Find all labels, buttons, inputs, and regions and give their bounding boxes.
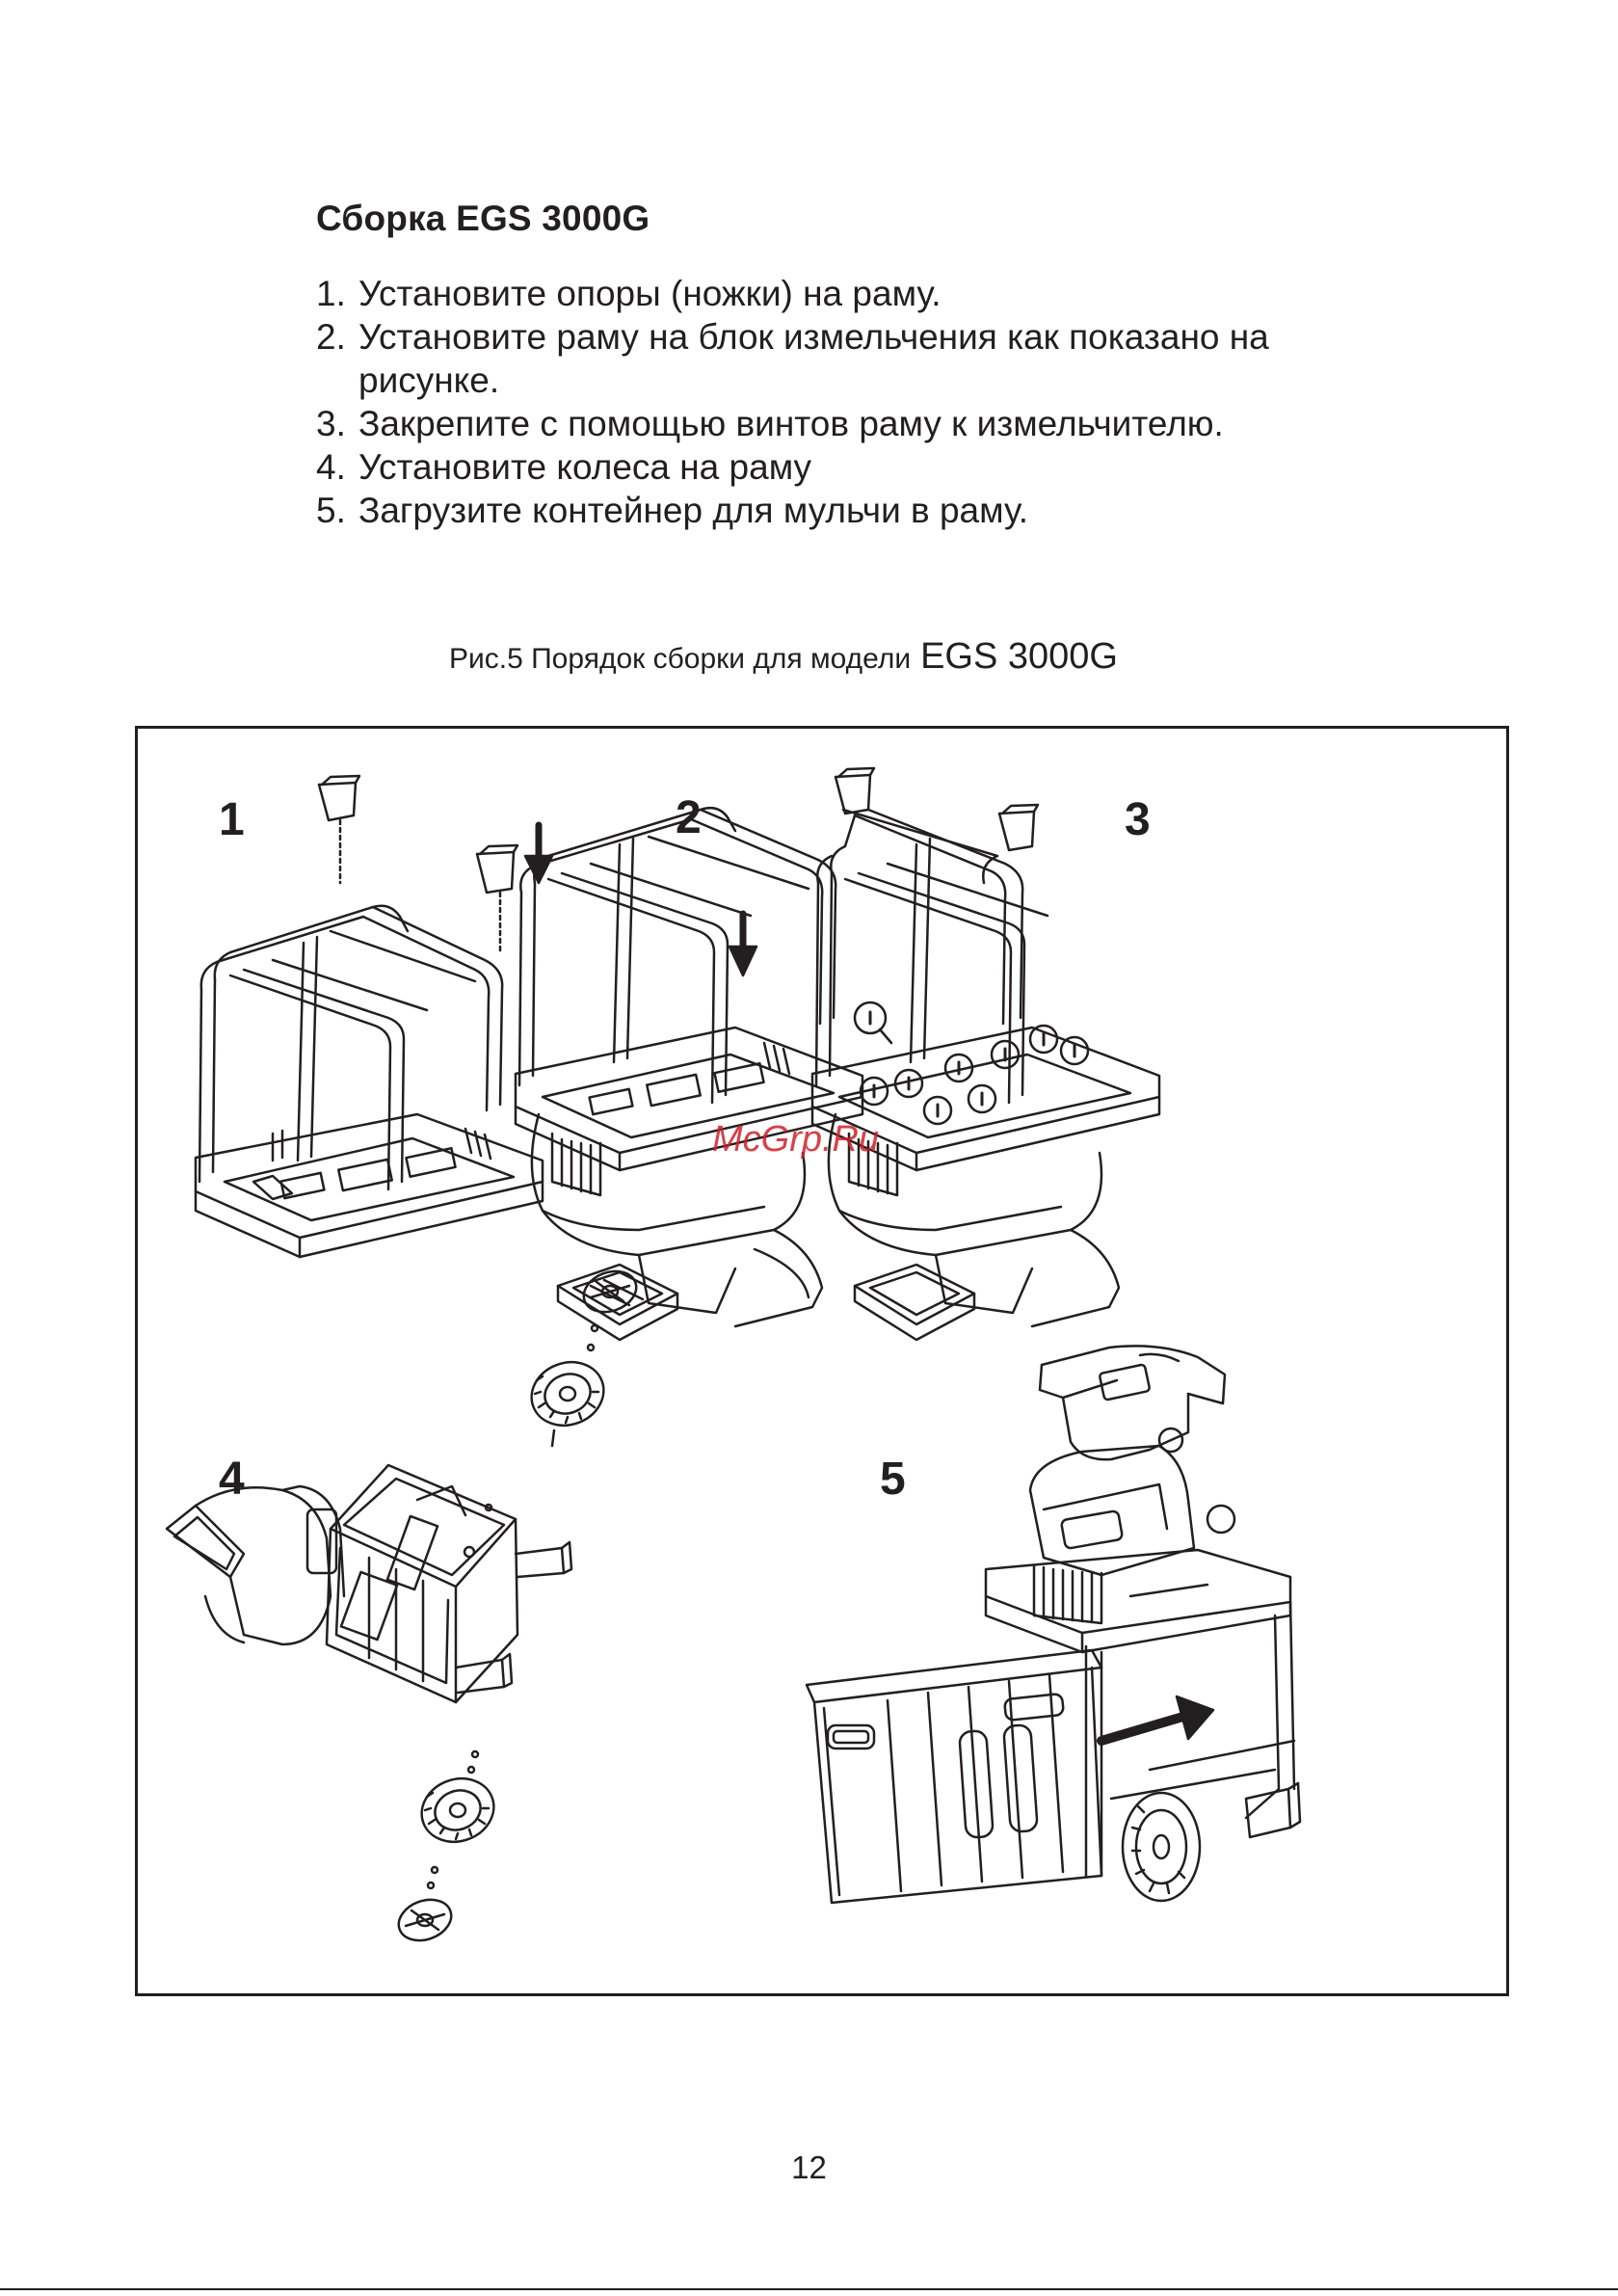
assembly-figure: 1 2 3 4 5 McGrp.Ru xyxy=(135,726,1509,1996)
step1-frame-illustration xyxy=(194,774,554,1259)
step-text: Загрузите контейнер для мульчи в раму. xyxy=(358,491,1029,530)
assembly-step: 4. Установите колеса на раму xyxy=(316,445,1376,489)
step-label-2: 2 xyxy=(676,792,702,843)
step-number: 1. xyxy=(316,274,346,313)
assembly-step: 1. Установите опоры (ножки) на раму. xyxy=(316,272,1376,315)
step-label-3: 3 xyxy=(1125,794,1151,845)
step-label-4: 4 xyxy=(219,1454,245,1505)
step5-container-illustration xyxy=(805,1345,1302,1905)
step4-wheels-illustration xyxy=(165,1269,638,1942)
section-title: Сборка EGS 3000G xyxy=(316,199,650,238)
step-number: 4. xyxy=(316,447,346,487)
step-label-1: 1 xyxy=(219,794,245,845)
assembly-step: 3. Закрепите с помощью винтов раму к изм… xyxy=(316,402,1376,445)
step3-screws-illustration xyxy=(810,766,1161,1342)
bottom-divider xyxy=(0,2288,1618,2290)
step-number: 2. xyxy=(316,317,346,357)
step-text: Установите опоры (ножки) на раму. xyxy=(358,274,942,313)
watermark: McGrp.Ru xyxy=(712,1119,879,1160)
assembly-illustration: 1 2 3 4 5 McGrp.Ru xyxy=(165,766,1302,1942)
step2-frame-onto-shredder-illustration xyxy=(514,807,864,1342)
assembly-steps-list: 1. Установите опоры (ножки) на раму. 2. … xyxy=(316,272,1376,532)
step-number: 5. xyxy=(316,491,346,530)
assembly-step: 5. Загрузите контейнер для мульчи в раму… xyxy=(316,489,1376,532)
step-text: Установите колеса на раму xyxy=(358,447,812,487)
step-number: 3. xyxy=(316,404,346,443)
step-label-5: 5 xyxy=(880,1454,906,1505)
assembly-step: 2. Установите раму на блок измельчения к… xyxy=(316,315,1376,402)
figure-caption-text: Рис.5 Порядок сборки для модели xyxy=(449,643,912,675)
figure-caption-model: EGS 3000G xyxy=(920,636,1118,677)
page-number: 12 xyxy=(791,2149,827,2185)
step-text: Закрепите с помощью винтов раму к измель… xyxy=(358,404,1224,443)
step-text: Установите раму на блок измельчения как … xyxy=(358,317,1269,400)
